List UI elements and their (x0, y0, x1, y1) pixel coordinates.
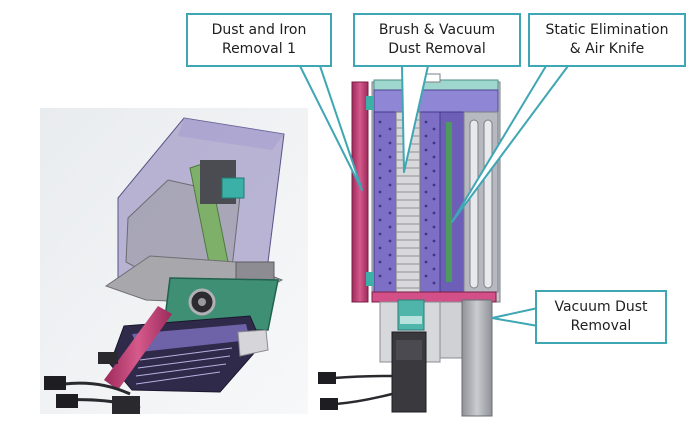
pointer-vacuum-dust (491, 307, 539, 327)
connector (56, 394, 78, 408)
callout-vacuum-dust-removal-label: Vacuum Dust Removal (554, 299, 648, 334)
pink-roller (104, 306, 172, 390)
roller-clamp (366, 272, 374, 286)
roller-clamp (366, 96, 374, 110)
coupling (397, 299, 425, 331)
air-knife-slot (483, 119, 493, 289)
connector (98, 352, 118, 364)
brush-head-top (132, 324, 250, 352)
air-knife-slot (469, 119, 479, 289)
vacuum-cylinder (461, 299, 493, 417)
callout-dust-iron-removal: Dust and Iron Removal 1 (186, 13, 332, 67)
cable (335, 392, 393, 406)
brush-bristles (135, 347, 233, 385)
connector (320, 398, 338, 410)
callout-static-air-knife-label: Static Elimination & Air Knife (545, 22, 669, 57)
ionizer-bar (446, 122, 452, 282)
air-knife-frame (463, 111, 499, 293)
top-band (373, 89, 499, 113)
callout-vacuum-dust-removal: Vacuum Dust Removal (535, 290, 667, 344)
side-plate (237, 329, 269, 357)
bearing-center (198, 298, 206, 306)
callout-static-air-knife: Static Elimination & Air Knife (528, 13, 686, 67)
cable (63, 381, 131, 396)
motor-face (396, 340, 422, 360)
perforations (378, 120, 436, 285)
teal-block (221, 177, 245, 199)
connector (318, 372, 336, 384)
callout-dust-iron-removal-label: Dust and Iron Removal 1 (211, 22, 307, 57)
callout-brush-vacuum: Brush & Vacuum Dust Removal (353, 13, 521, 67)
isometric-view (40, 108, 308, 414)
connector (112, 396, 140, 414)
connector (44, 376, 66, 390)
callout-brush-vacuum-label: Brush & Vacuum Dust Removal (378, 22, 496, 57)
housing-top-face (178, 118, 284, 150)
iron-removal-roller (351, 81, 369, 303)
coupling-band (400, 316, 422, 324)
cable (333, 374, 393, 380)
